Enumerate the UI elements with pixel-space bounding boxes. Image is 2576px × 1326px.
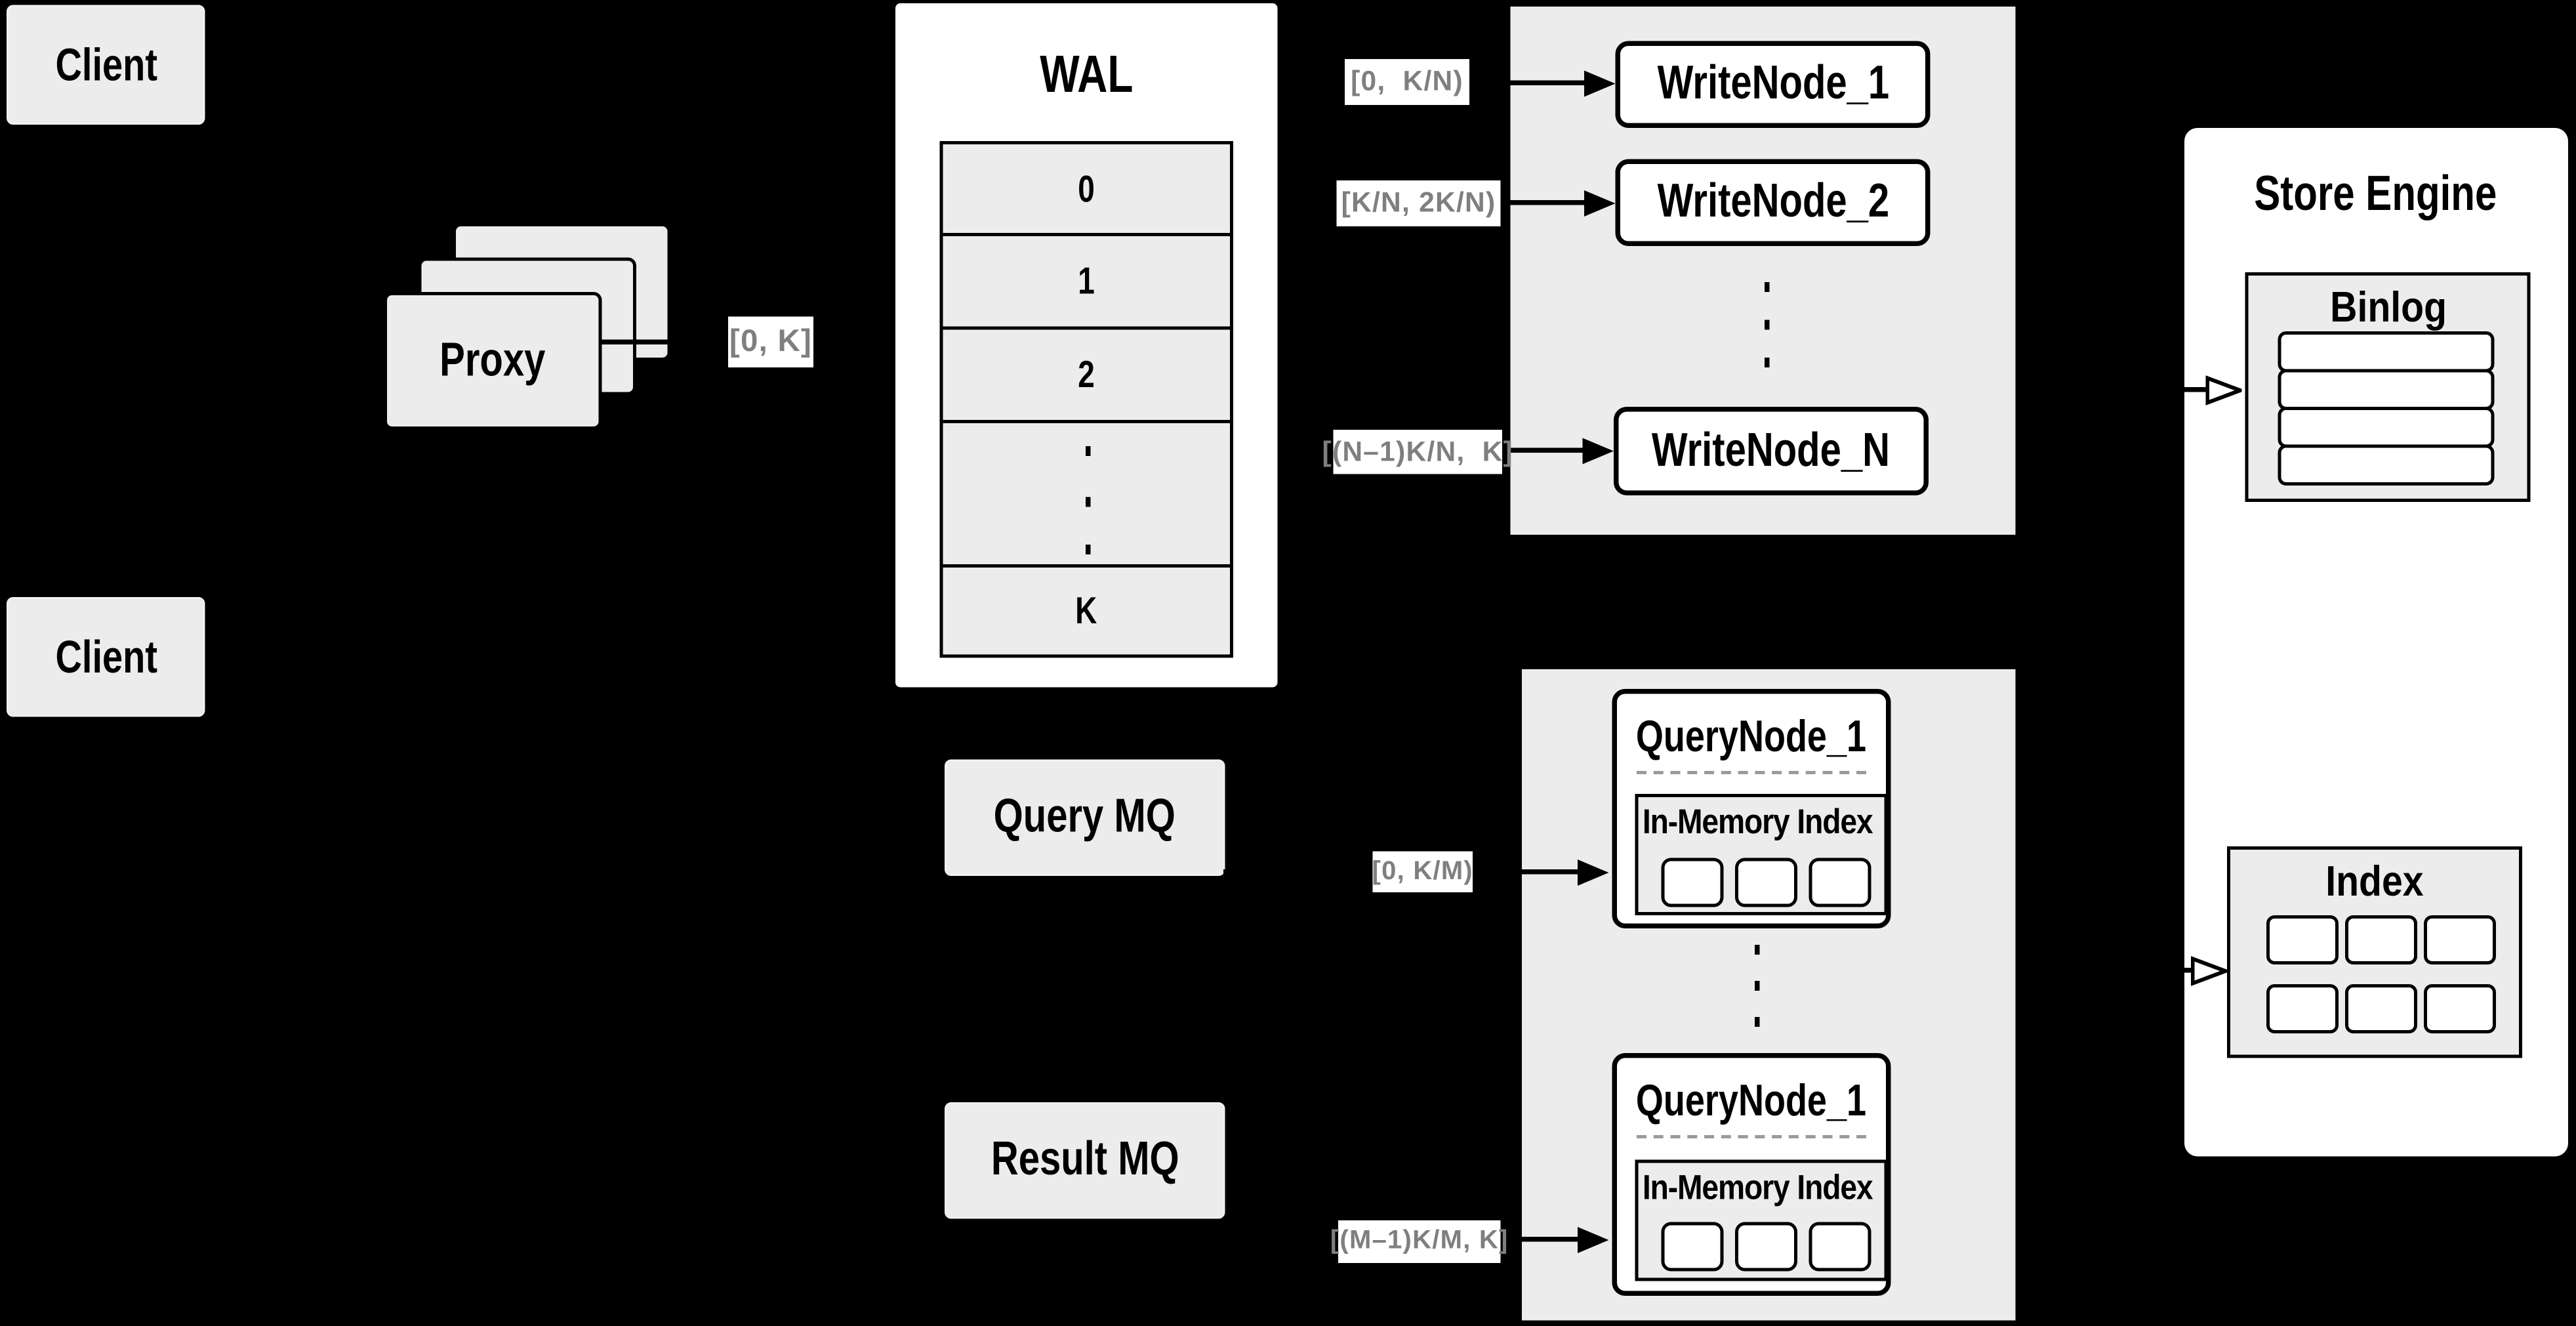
connector-querynodes-index [2015,968,2193,972]
querynode-2-title: QueryNode_1 [1636,1075,1867,1125]
in-memory-index-title-2: In-Memory Index [1643,1169,1874,1208]
result-mq-label: Result MQ [991,1133,1179,1186]
index-cell [2266,915,2339,964]
segment-cell [1735,1222,1797,1272]
client-node-bottom: Client [7,597,205,717]
index-cell [2266,984,2339,1033]
range-chip-writenode1: [0, K/N) [1345,59,1469,105]
range-chip-writenodeN: [(N–1)K/N, K] [1322,430,1513,474]
store-engine-title: Store Engine [2255,167,2498,222]
range-chip-proxy-wal: [0, K] [728,316,813,367]
range-chip-querynode2: [(M–1)K/M, K] [1330,1220,1507,1263]
client-node-top: Client [7,5,205,125]
index-cell [2424,915,2496,964]
querynode-1: QueryNode_1 In-Memory Index [1612,689,1891,928]
wal-row-ellipsis [939,420,1233,568]
client-bottom-label: Client [54,631,157,682]
proxy-node: Proxy [384,292,602,430]
store-engine-box: Store Engine Binlog Index [2184,128,2568,1157]
arrowhead-querynode1 [1578,860,1609,886]
in-memory-index-box-1: In-Memory Index [1635,794,1888,915]
dashed-separator [1637,771,1866,774]
arrowhead-writenode2 [1584,190,1616,217]
binlog-row [2278,407,2495,448]
query-mq-label: Query MQ [994,791,1176,843]
segment-cell [1661,1222,1724,1272]
binlog-rows [2278,331,2495,486]
index-title: Index [2325,855,2424,905]
query-mq-node: Query MQ [945,759,1225,876]
binlog-box: Binlog [2245,272,2531,502]
querynode-1-title: QueryNode_1 [1636,711,1867,760]
writenode-2: WriteNode_2 [1615,159,1931,246]
querynode-2: QueryNode_1 In-Memory Index [1612,1053,1891,1296]
index-cell [2424,984,2496,1033]
segment-cell [1809,858,1871,907]
arrowhead-querynode2 [1578,1227,1609,1253]
wal-title: WAL [1040,43,1134,103]
in-memory-index-box-2: In-Memory Index [1635,1159,1888,1281]
binlog-row [2278,444,2495,486]
arrowhead-writenode1 [1584,70,1616,97]
writenode-n: WriteNode_N [1614,407,1929,495]
wal-row-0: 0 [939,140,1233,238]
proxy-label: Proxy [440,333,546,386]
segment-cell [1661,858,1724,907]
connector-writenodes-binlog [2015,387,2207,392]
wal-row-k: K [939,563,1233,657]
hollow-arrowhead-binlog [2205,375,2242,405]
arrowhead-writenodeN [1582,438,1614,465]
wal-table: 0 1 2 K [939,140,1233,657]
client-top-label: Client [54,38,157,90]
dashed-separator [1637,1135,1866,1138]
binlog-row [2278,369,2495,410]
binlog-row [2278,331,2495,373]
index-cell [2345,984,2417,1033]
range-chip-writenode2: [K/N, 2K/N) [1336,180,1501,226]
hollow-arrowhead-index [2191,956,2227,986]
wal-row-1: 1 [939,233,1233,330]
index-cell [2345,915,2417,964]
result-mq-node: Result MQ [945,1102,1225,1219]
writenode-1: WriteNode_1 [1615,41,1931,128]
wal-box: WAL 0 1 2 K [895,3,1278,688]
index-box: Index [2227,846,2522,1058]
segment-cell [1809,1222,1871,1272]
range-chip-querynode1: [0, K/M) [1372,851,1473,892]
binlog-title: Binlog [2329,281,2446,331]
segment-cell [1735,858,1797,907]
wal-row-2: 2 [939,325,1233,425]
in-memory-index-title-1: In-Memory Index [1643,804,1874,842]
